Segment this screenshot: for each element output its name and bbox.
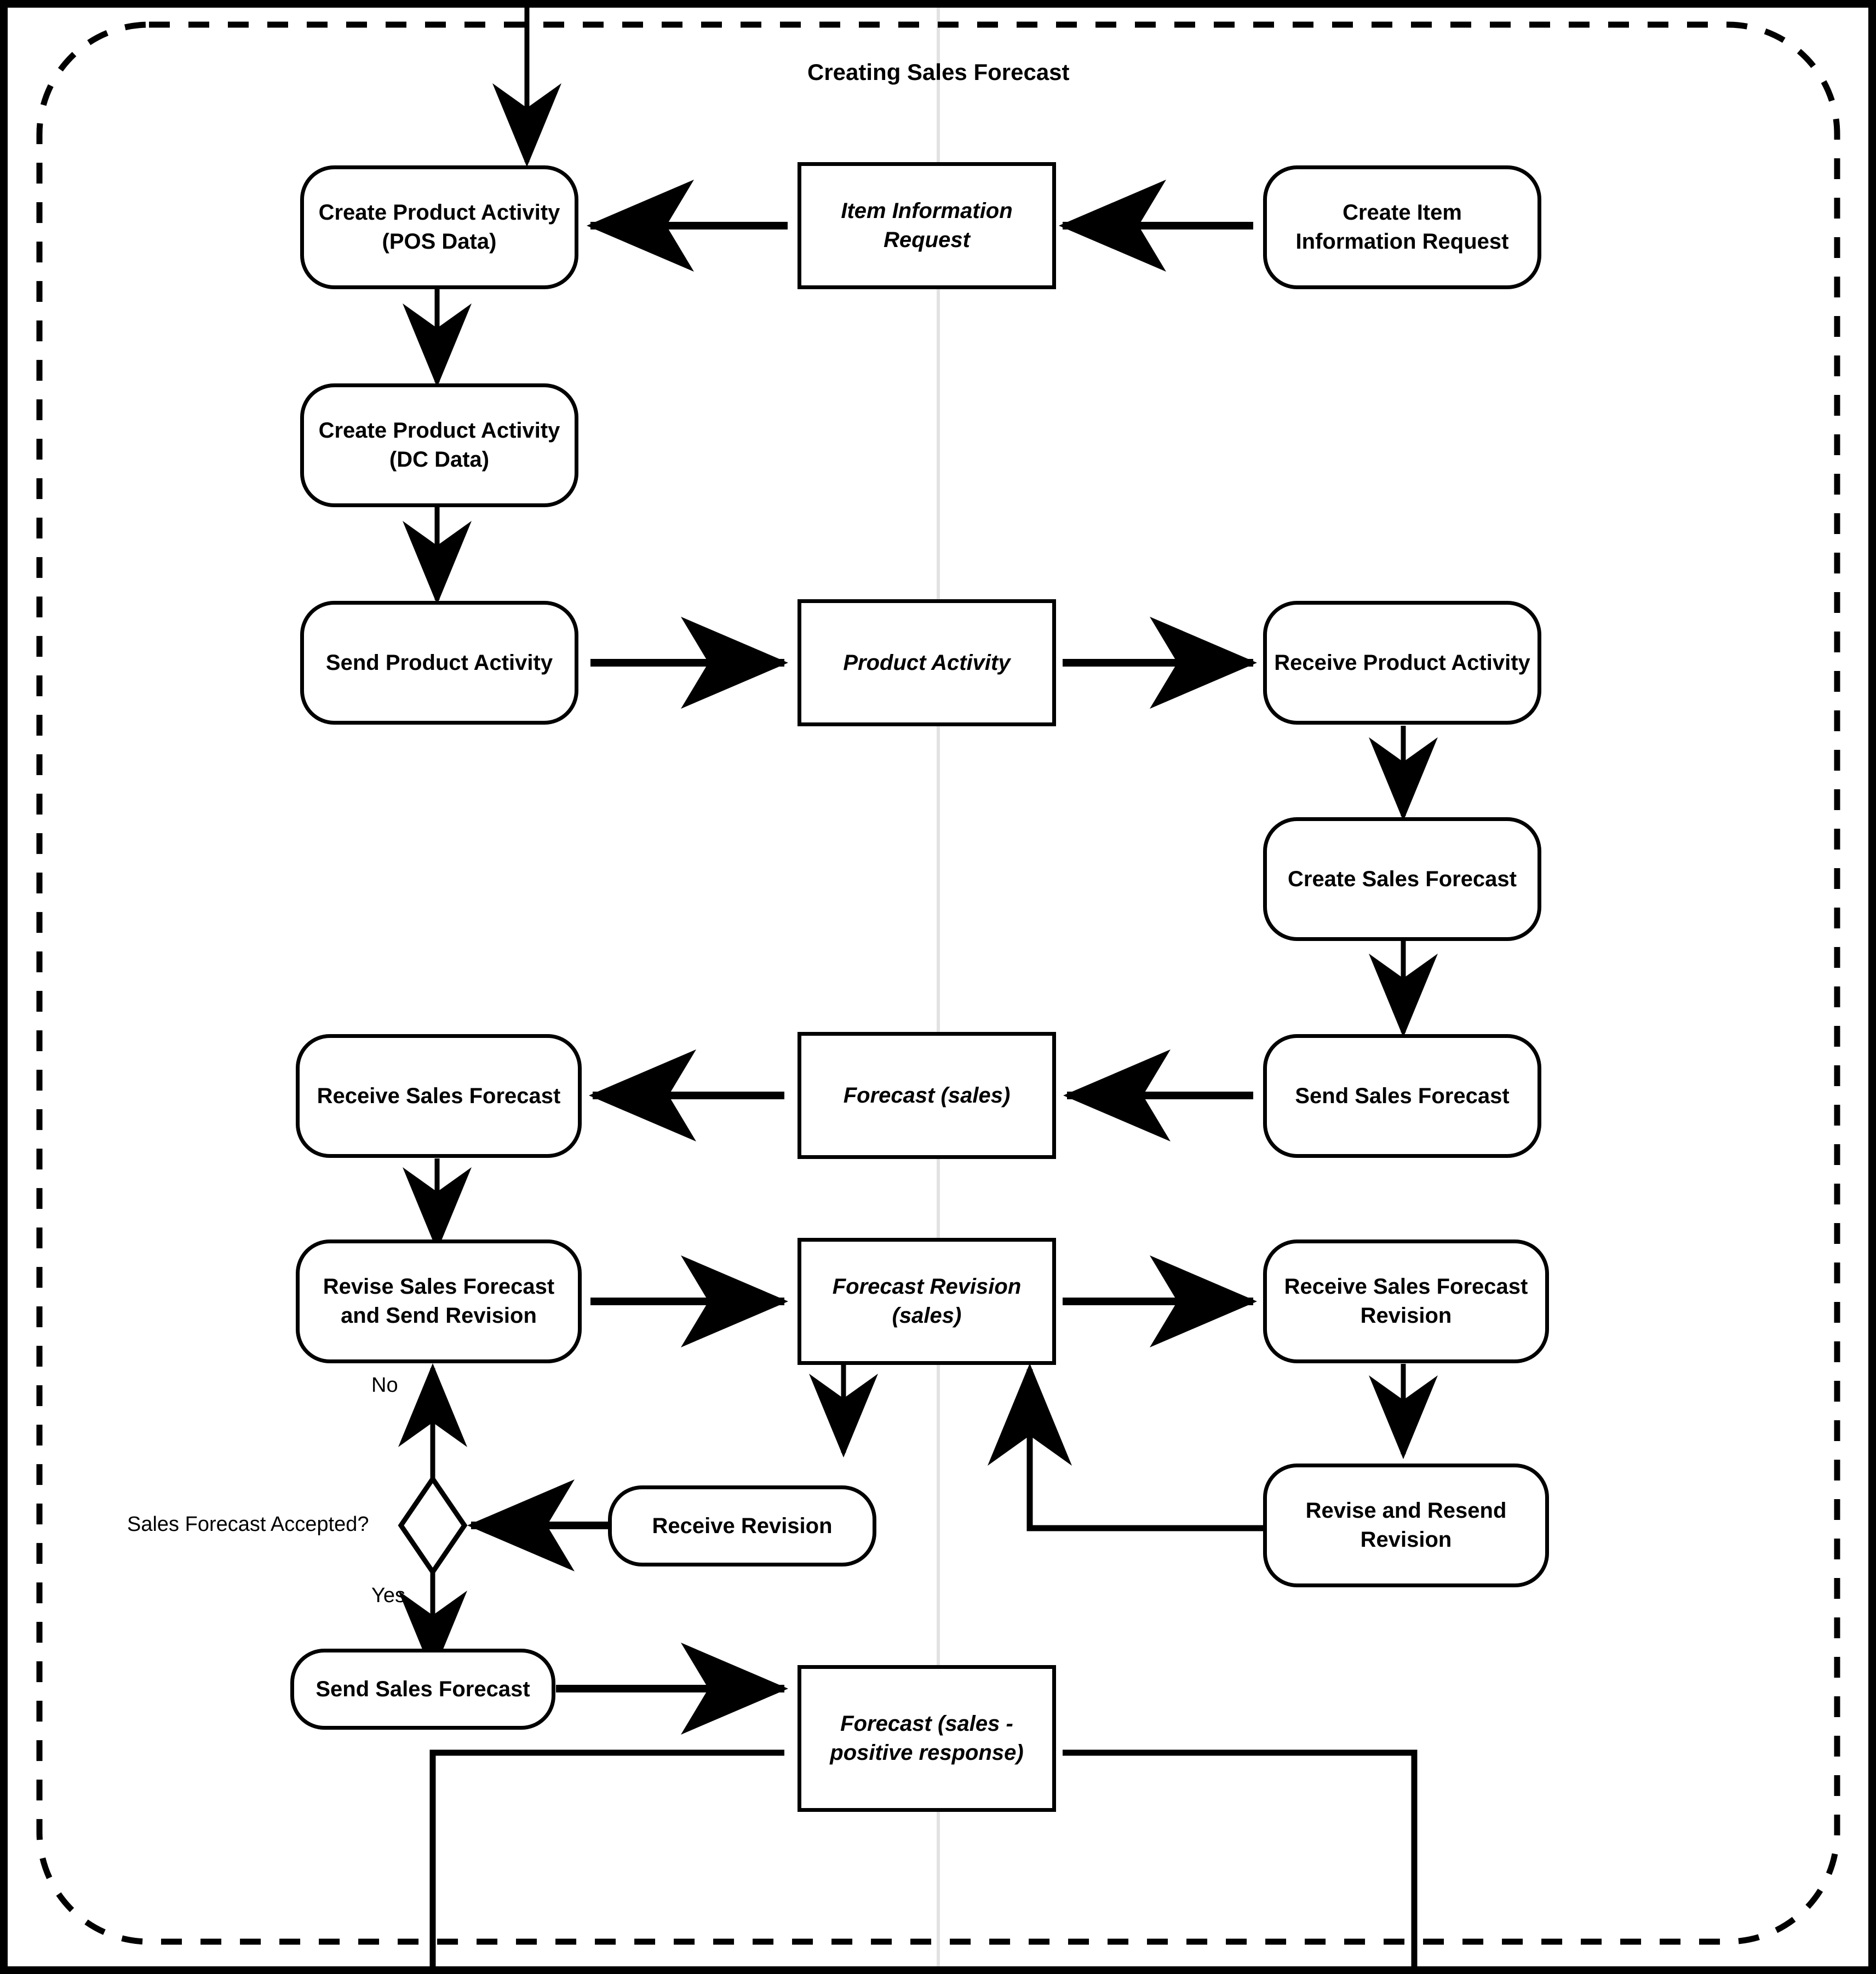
node-item-information-request[interactable]: Item Information Request (798, 162, 1056, 289)
node-create-product-activity-dc[interactable]: Create Product Activity (DC Data) (300, 383, 578, 507)
node-label: Send Sales Forecast (1295, 1083, 1510, 1108)
edge-label-yes: Yes (371, 1584, 405, 1607)
edge-forecast-positive-exit-right (1063, 1749, 1418, 1974)
decision-diamond (398, 1474, 468, 1576)
node-label: Create Sales Forecast (1287, 867, 1517, 891)
node-label: Send Sales Forecast (315, 1677, 530, 1701)
edge-forecast-positive-exit-left (429, 1749, 784, 1974)
node-forecast-positive-response[interactable]: Forecast (sales - positive response) (798, 1665, 1056, 1812)
node-label: Receive Sales Forecast (317, 1083, 561, 1108)
node-label: Item Information Request (841, 199, 1013, 252)
node-label: Revise Sales Forecast and Send Revision (323, 1275, 555, 1328)
node-label: Forecast (sales - positive response) (830, 1712, 1024, 1765)
page-title: Creating Sales Forecast (807, 59, 1070, 85)
node-label: Revise and Resend Revision (1305, 1499, 1507, 1552)
node-receive-sales-forecast[interactable]: Receive Sales Forecast (296, 1034, 582, 1158)
node-label: Receive Sales Forecast Revision (1284, 1275, 1528, 1328)
process-boundary (36, 21, 1840, 1945)
node-receive-sales-forecast-revision[interactable]: Receive Sales Forecast Revision (1263, 1240, 1549, 1363)
node-receive-product-activity[interactable]: Receive Product Activity (1263, 601, 1541, 725)
node-product-activity[interactable]: Product Activity (798, 599, 1056, 726)
node-revise-and-resend-revision[interactable]: Revise and Resend Revision (1263, 1464, 1549, 1587)
node-label: Receive Revision (652, 1513, 833, 1538)
edge-label-no: No (371, 1374, 398, 1397)
node-label: Send Product Activity (325, 650, 553, 675)
node-forecast-revision-sales[interactable]: Forecast Revision (sales) (798, 1238, 1056, 1365)
node-send-sales-forecast-bottom[interactable]: Send Sales Forecast (290, 1649, 555, 1730)
lane-divider (937, 8, 940, 1966)
node-receive-revision[interactable]: Receive Revision (608, 1485, 876, 1566)
node-label: Product Activity (843, 650, 1011, 675)
node-create-product-activity-pos[interactable]: Create Product Activity (POS Data) (300, 165, 578, 289)
decision-label: Sales Forecast Accepted? (127, 1513, 369, 1536)
node-forecast-sales[interactable]: Forecast (sales) (798, 1032, 1056, 1159)
node-label: Forecast Revision (sales) (832, 1275, 1022, 1328)
node-label: Create Product Activity (DC Data) (318, 418, 560, 472)
edge-revise-resend-loop-to-forecast-revision (988, 1363, 1265, 1531)
node-send-product-activity[interactable]: Send Product Activity (300, 601, 578, 725)
node-create-sales-forecast[interactable]: Create Sales Forecast (1263, 817, 1541, 941)
node-label: Forecast (sales) (843, 1083, 1011, 1107)
node-label: Create Product Activity (POS Data) (318, 200, 560, 254)
node-label: Receive Product Activity (1274, 650, 1530, 675)
node-create-item-information-request[interactable]: Create Item Information Request (1263, 165, 1541, 289)
node-revise-sales-forecast-and-send-revision[interactable]: Revise Sales Forecast and Send Revision (296, 1240, 582, 1363)
node-label: Create Item Information Request (1295, 200, 1509, 254)
node-send-sales-forecast-top[interactable]: Send Sales Forecast (1263, 1034, 1541, 1158)
